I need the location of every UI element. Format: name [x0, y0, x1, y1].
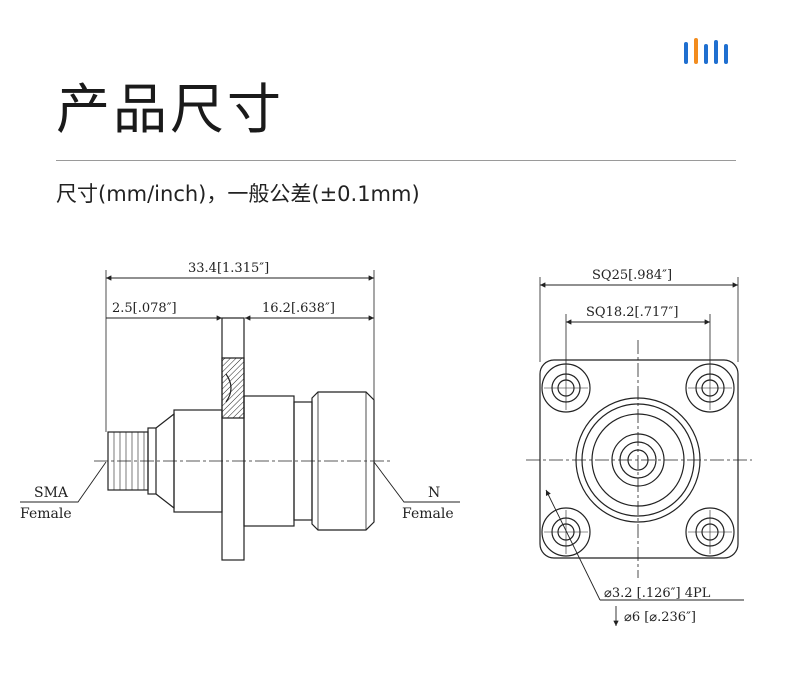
flange-square-dim: SQ25[.984″]: [592, 268, 672, 283]
page-subtitle: 尺寸(mm/inch)，一般公差(±0.1mm): [56, 182, 420, 206]
hole-spacing-dim: SQ18.2[.717″]: [586, 305, 678, 320]
page-title: 产品尺寸: [56, 78, 284, 141]
counterbore-dim: ⌀6 [⌀.236″]: [624, 610, 696, 625]
n-label: N: [428, 485, 440, 501]
brand-logo-icon: [684, 38, 728, 64]
sma-female-label: Female: [20, 506, 72, 522]
side-view: [20, 270, 460, 561]
title-divider: [56, 160, 736, 161]
front-view: [526, 277, 752, 626]
sma-label: SMA: [34, 485, 69, 501]
n-female-label: Female: [402, 506, 454, 522]
flange-to-n-dim: 16.2[.638″]: [262, 301, 335, 316]
sma-to-flange-dim: 2.5[.078″]: [112, 301, 177, 316]
overall-length-dim: 33.4[1.315″]: [188, 261, 269, 276]
hole-diameter-dim: ⌀3.2 [.126″] 4PL: [604, 586, 711, 601]
